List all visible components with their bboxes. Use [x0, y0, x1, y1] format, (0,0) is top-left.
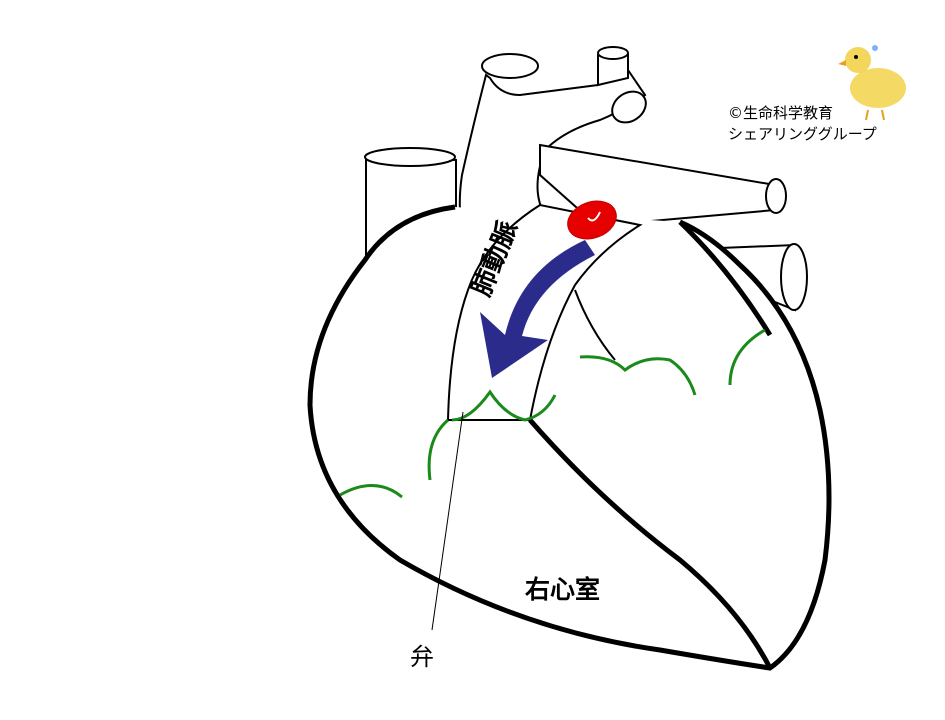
copyright-line-2: シェアリンググループ: [728, 124, 877, 145]
copyright-notice: ©生命科学教育 シェアリンググループ: [728, 103, 877, 145]
chamber-label: 右心室: [525, 575, 600, 604]
valve-label: 弁: [410, 643, 434, 671]
copyright-line-1: ©生命科学教育: [728, 103, 877, 124]
